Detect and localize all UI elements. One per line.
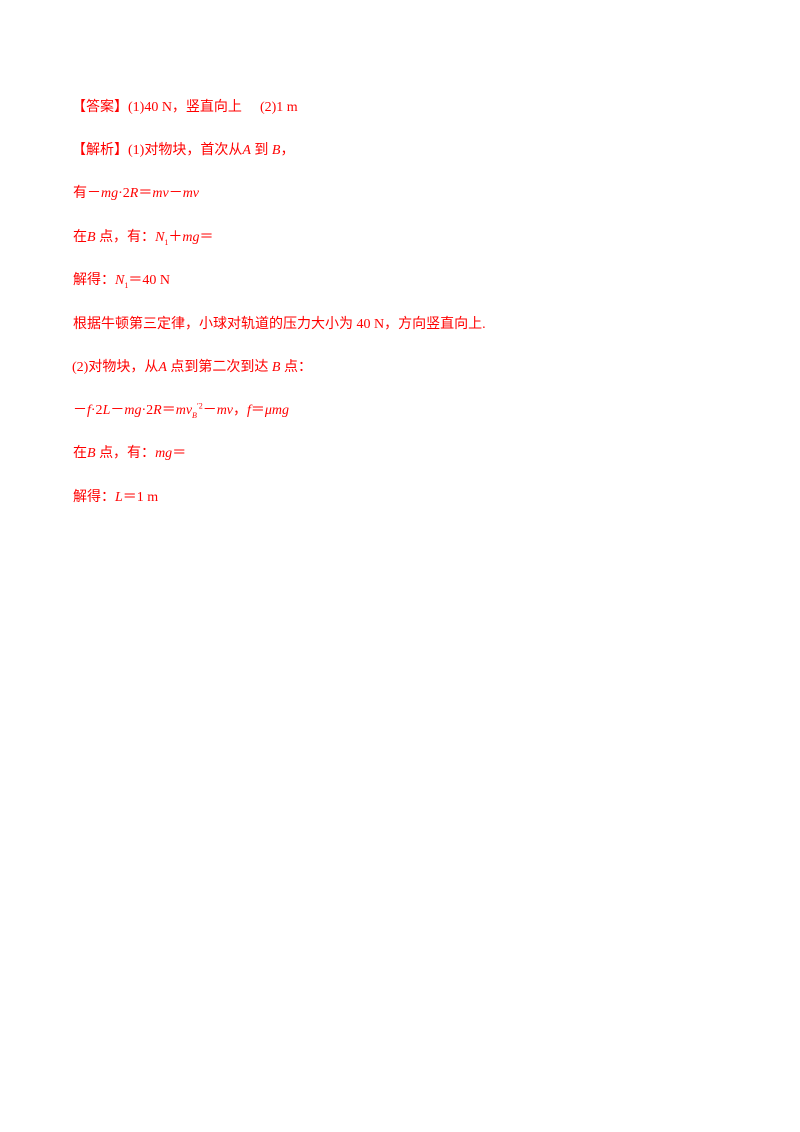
part2-intro-line: (2)对物块，从A 点到第二次到达 B 点： [72, 360, 312, 375]
analysis-line: 【解析】(1)对物块，首次从A 到 B， [72, 143, 295, 158]
equation-force-b-2: 在B 点，有：mg＝ [73, 446, 187, 461]
solution-l: 解得：L＝1 m [73, 490, 159, 505]
solution-n1: 解得：N1＝40 N [73, 273, 170, 290]
equation-energy-2: －f·2L－mg·2R＝mvB′2－mv，f＝μmg [73, 401, 290, 420]
answer-part1: (1)40 N，竖直向上 [128, 100, 242, 115]
analysis-label: 【解析】 [72, 143, 128, 158]
equation-force-b: 在B 点，有：N1＋mg＝ [73, 230, 214, 247]
equation-energy-1: 有－mg·2R＝mv－mv [73, 186, 200, 201]
newton-third-law-line: 根据牛顿第三定律，小球对轨道的压力大小为 40 N，方向竖直向上. [73, 317, 486, 332]
answer-label: 【答案】 [72, 100, 128, 115]
answer-line: 【答案】(1)40 N，竖直向上 (2)1 m [72, 99, 298, 117]
answer-part2: (2)1 m [259, 100, 298, 115]
